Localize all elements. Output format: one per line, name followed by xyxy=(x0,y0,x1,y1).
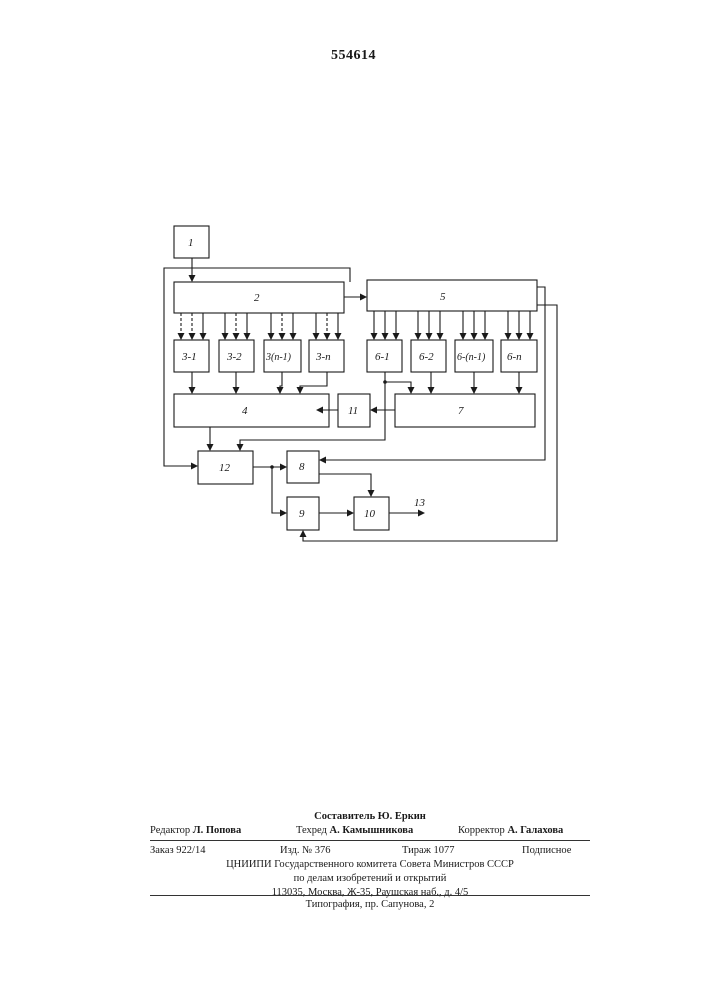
staff-line: Редактор Л. Попова Техред А. Камышникова… xyxy=(150,824,590,838)
order-line: Заказ 922/14 Изд. № 376 Тираж 1077 Подпи… xyxy=(150,844,590,858)
circulation: Тираж 1077 xyxy=(402,844,455,858)
rule-bottom xyxy=(150,895,590,896)
subscription: Подписное xyxy=(522,844,571,858)
label-3-n1: 3(n-1) xyxy=(265,352,292,363)
org-line-1: ЦНИИПИ Государственного комитета Совета … xyxy=(150,858,590,872)
label-11: 11 xyxy=(348,405,358,417)
order-number: Заказ 922/14 xyxy=(150,844,205,858)
compiler-line: Составитель Ю. Еркин xyxy=(150,810,590,824)
block-7 xyxy=(395,394,535,427)
printer-block: Типография, пр. Сапунова, 2 xyxy=(150,898,590,912)
label-5: 5 xyxy=(440,291,446,303)
label-3-1: 3-1 xyxy=(181,351,197,363)
edition-number: Изд. № 376 xyxy=(280,844,331,858)
colophon: Составитель Ю. Еркин Редактор Л. Попова … xyxy=(150,810,590,838)
block-5 xyxy=(367,280,537,311)
printer-line: Типография, пр. Сапунова, 2 xyxy=(150,898,590,912)
corrector: Корректор А. Галахова xyxy=(458,824,563,838)
label-4: 4 xyxy=(242,405,248,417)
label-6-n: 6-n xyxy=(507,351,522,363)
org-line-2: по делам изобретений и открытий xyxy=(150,872,590,886)
rule-top xyxy=(150,840,590,841)
label-1: 1 xyxy=(188,237,194,249)
output-label-13: 13 xyxy=(414,497,426,509)
label-6-2: 6-2 xyxy=(419,351,434,363)
label-8: 8 xyxy=(299,461,305,473)
label-6-1: 6-1 xyxy=(375,351,390,363)
block-4 xyxy=(174,394,329,427)
label-6-n1: 6-(n-1) xyxy=(457,352,486,363)
tech-editor: Техред А. Камышникова xyxy=(296,824,413,838)
label-3-n: 3-n xyxy=(315,351,331,363)
label-12: 12 xyxy=(219,462,231,474)
editor: Редактор Л. Попова xyxy=(150,824,241,838)
label-2: 2 xyxy=(254,292,260,304)
label-7: 7 xyxy=(458,405,464,417)
label-10: 10 xyxy=(364,508,376,520)
label-9: 9 xyxy=(299,508,305,520)
label-3-2: 3-2 xyxy=(226,351,242,363)
imprint: Заказ 922/14 Изд. № 376 Тираж 1077 Подпи… xyxy=(150,844,590,900)
